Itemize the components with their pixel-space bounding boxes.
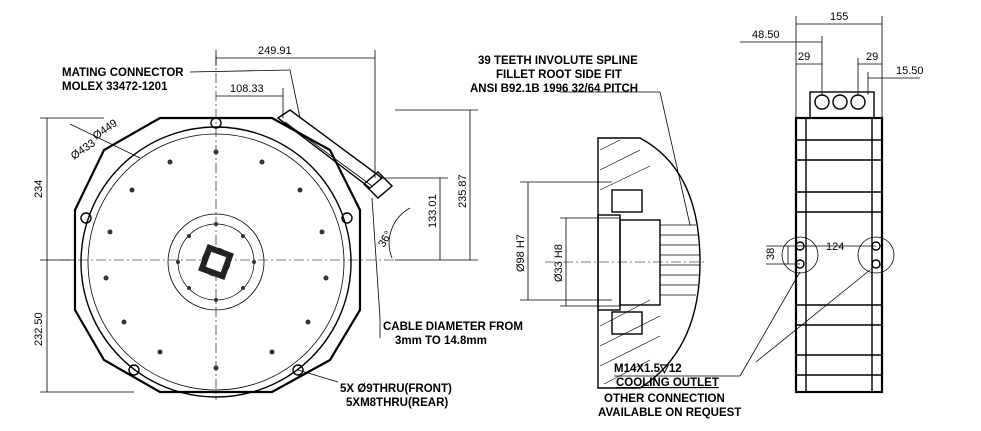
spline-label-line3: ANSI B92.1B 1996 32/64 PITCH xyxy=(470,83,638,95)
dim-38: 38 xyxy=(765,248,777,260)
spline-label-line2: FILLET ROOT SIDE FIT xyxy=(496,69,622,81)
spline-teeth xyxy=(660,224,700,296)
dim-29-right: 29 xyxy=(866,51,878,63)
connector-pins xyxy=(814,94,866,110)
dim-dia-449: Ø449 xyxy=(91,117,120,142)
dim-108-33: 108.33 xyxy=(230,83,264,95)
other-connection-label-line2: AVAILABLE ON REQUEST xyxy=(598,407,741,419)
dim-dia-33-h8: Ø33 H8 xyxy=(553,244,565,282)
housing-outer-circle xyxy=(80,126,352,398)
dim-dia-433: Ø433 xyxy=(69,137,98,162)
hub-flange-circle xyxy=(167,213,265,311)
mounting-holes xyxy=(80,117,353,376)
dim-15-50: 15.50 xyxy=(896,65,924,77)
side-view: 155 48.50 29 29 15.50 38 124 M14X1.5▽12 … xyxy=(598,11,924,419)
cable-diameter-label-line2: 3mm TO 14.8mm xyxy=(395,335,487,347)
spline-hub xyxy=(198,244,234,280)
other-connection-label-line1: OTHER CONNECTION xyxy=(604,393,725,405)
section-view: 39 TEETH INVOLUTE SPLINE FILLET ROOT SID… xyxy=(470,55,705,389)
dim-234: 234 xyxy=(33,180,45,198)
dim-155: 155 xyxy=(830,11,848,23)
face-bolt-pattern xyxy=(103,149,329,371)
connector-block xyxy=(809,91,875,119)
front-view: MATING CONNECTOR MOLEX 33472-1201 249.91… xyxy=(33,45,523,409)
side-ribs xyxy=(796,139,882,376)
dim-48-50: 48.50 xyxy=(752,29,780,41)
side-housing-outline xyxy=(794,116,884,394)
housing-inner-circle xyxy=(87,133,345,391)
mounting-holes-label-line2: 5XM8THRU(REAR) xyxy=(346,397,448,409)
thread-note-label: M14X1.5▽12 xyxy=(614,363,682,375)
dim-angle-36: 36° xyxy=(376,229,395,249)
dim-249-91: 249.91 xyxy=(258,45,292,57)
cooling-outlet-label: COOLING OUTLET xyxy=(616,377,719,389)
dim-dia-98-h7: Ø98 H7 xyxy=(515,234,527,272)
motor-housing-outline xyxy=(73,116,362,394)
mounting-holes-label-line1: 5X Ø9THRU(FRONT) xyxy=(340,383,452,395)
mating-connector-label-line1: MATING CONNECTOR xyxy=(62,67,184,79)
mating-connector-label-line2: MOLEX 33472-1201 xyxy=(62,81,168,93)
front-dimension-lines xyxy=(40,50,478,393)
dim-124: 124 xyxy=(826,241,844,253)
dim-235-87: 235.87 xyxy=(457,174,469,208)
dim-133-01: 133.01 xyxy=(427,194,439,228)
spline-label-line1: 39 TEETH INVOLUTE SPLINE xyxy=(478,55,638,67)
dim-232-50: 232.50 xyxy=(33,312,45,346)
dim-29-left: 29 xyxy=(798,51,810,63)
cable-diameter-label-line1: CABLE DIAMETER FROM xyxy=(383,321,523,333)
